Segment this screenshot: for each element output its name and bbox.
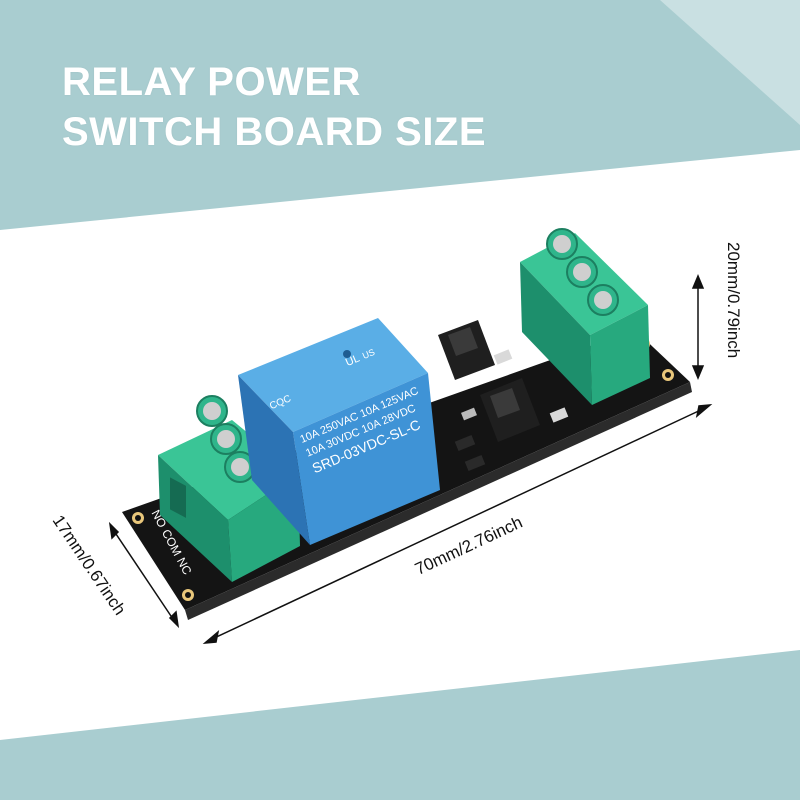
jumper-bottom [480,378,540,442]
ul-mark: UL [344,352,362,369]
length-label: 70mm/2.76inch [412,513,525,579]
us-mark: US [361,347,376,361]
jumper-top [438,320,495,380]
bottom-background-band [0,650,800,800]
top-corner-shade [660,0,800,125]
header-pins [454,434,486,472]
relay-component: CQC UL US 10A 250VAC 10A 125VAC 10A 30VD… [238,318,440,545]
title-line-1: RELAY POWER [62,60,361,104]
left-terminal-block [158,395,300,582]
title-line-2: SWITCH BOARD SIZE [62,110,487,154]
width-label: 17mm/0.67inch [49,512,130,619]
top-background-band [0,0,800,230]
length-dimension [202,404,713,644]
right-terminal-block [520,228,650,405]
height-dimension [691,274,705,380]
height-label: 20mm/0.79inch [724,242,743,358]
width-dimension [108,521,180,629]
